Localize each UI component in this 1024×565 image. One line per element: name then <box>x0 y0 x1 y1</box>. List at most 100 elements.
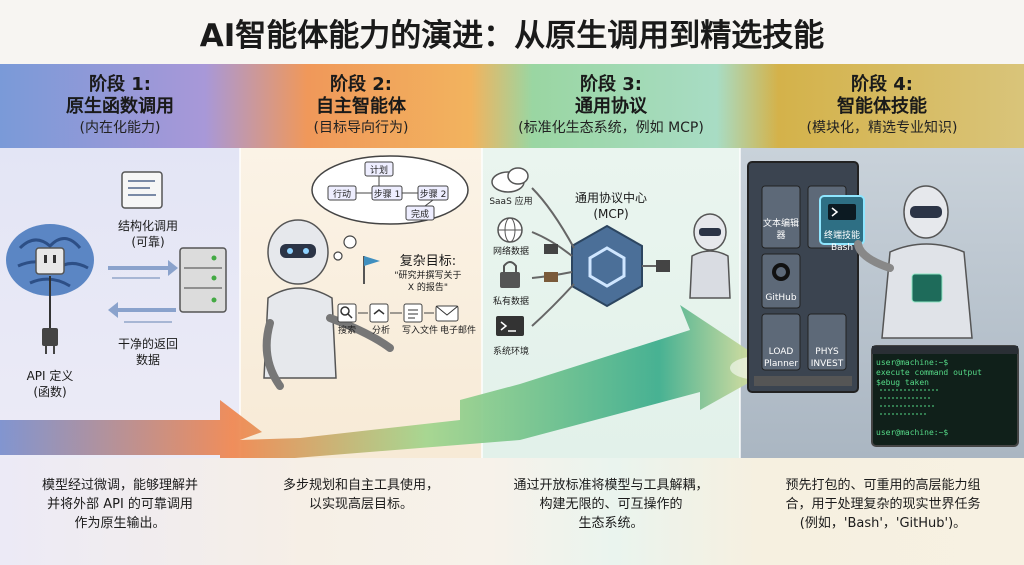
write-file-icon <box>403 303 423 323</box>
clean-text: 干净的返回 <box>117 337 178 351</box>
robot-icon <box>262 219 394 390</box>
stage-4-heading: 阶段 4: <box>851 74 913 95</box>
stage-header-band <box>0 64 1024 148</box>
thought-cloud-icon <box>311 155 469 261</box>
analyze-label: 分析 <box>371 326 390 336</box>
server-icon <box>179 247 227 313</box>
step1-label: 步骤 1 <box>373 190 401 200</box>
skill-a-text: PHYS <box>815 347 839 357</box>
bash-text: Bash <box>830 243 854 253</box>
terminal-icon <box>496 316 524 336</box>
stage-1-name: 原生函数调用 <box>66 96 174 117</box>
return-arrow-icon <box>108 302 176 323</box>
goal-title: 复杂目标: <box>399 254 457 269</box>
structured-text: 结构化调用 <box>117 219 178 233</box>
brain-icon <box>6 224 94 296</box>
terminal-text: user@machine:~$ execute command output $… <box>876 358 1016 438</box>
cloud-icon <box>491 167 529 193</box>
document-icon <box>121 171 163 209</box>
divider <box>481 148 483 458</box>
evolution-arrow-body <box>0 305 775 462</box>
bash-skill-label: 终端技能 Bash <box>820 230 864 254</box>
terminal-line: user@machine:~$ <box>876 428 949 437</box>
desc-line: 以实现高层目标。 <box>308 497 413 512</box>
divider <box>239 148 241 458</box>
stage-4-description: 预先打包的、可重用的高层能力组 合，用于处理复杂的现实世界任务 (例如，'Bas… <box>748 476 1018 533</box>
desc-line: 多步规划和自主工具使用， <box>282 478 439 493</box>
stage-2-header: 阶段 2: 自主智能体 (目标导向行为) <box>240 64 482 148</box>
desc-line: 构建无限的、可互操作的 <box>539 497 683 512</box>
plug-connector-icon <box>531 187 670 327</box>
desc-line: 作为原生输出。 <box>74 516 166 531</box>
stage-3-header: 阶段 3: 通用协议 (标准化生态系统，例如 MCP) <box>482 64 740 148</box>
terminal-line: execute command output <box>876 368 982 377</box>
stage-4-illustration <box>747 161 1019 447</box>
desc-line: 通过开放标准将模型与工具解耦， <box>513 478 709 493</box>
step2-label: 步骤 2 <box>419 190 447 200</box>
lock-icon <box>500 261 520 288</box>
goal-text-1: "研究并撰写关于 <box>394 271 462 281</box>
api-text: API 定义 <box>26 369 74 383</box>
search-label: 搜索 <box>337 326 356 336</box>
reliable-text: (可靠) <box>131 235 165 249</box>
system-env-label: 系统环境 <box>492 347 529 357</box>
planner-text: Planner <box>763 359 799 369</box>
desc-line: 并将外部 API 的可靠调用 <box>47 497 193 512</box>
stage-1-illustration <box>6 171 227 354</box>
text-editor-label: 文本编辑器 <box>762 219 799 241</box>
robot-icon <box>689 213 731 299</box>
hub-label: 通用协议中心 (MCP) <box>556 190 666 222</box>
stage-1-header: 阶段 1: 原生函数调用 (内在化能力) <box>0 64 240 148</box>
github-icon <box>772 263 790 281</box>
terminal-line: $ebug taken <box>876 378 929 387</box>
mcp-text: (MCP) <box>593 207 629 221</box>
stage-1-sub: (内在化能力) <box>79 120 161 136</box>
saas-label: SaaS 应用 <box>489 197 533 207</box>
stage-1-heading: 阶段 1: <box>89 74 151 95</box>
stage-2-heading: 阶段 2: <box>330 74 392 95</box>
github-label: GitHub <box>765 293 797 303</box>
search-tool-icon <box>337 303 357 323</box>
flag-icon <box>363 256 380 284</box>
stage-3-illustration <box>491 167 731 336</box>
private-data-label: 私有数据 <box>492 297 529 307</box>
globe-icon <box>497 217 523 243</box>
robot-icon <box>854 185 973 339</box>
goal-label: 复杂目标: "研究并撰写关于 X 的报告" <box>376 254 480 294</box>
data-text: 数据 <box>135 353 160 367</box>
stage-4-sub: (模块化，精选专业知识) <box>806 120 958 136</box>
web-data-label: 网络数据 <box>492 247 529 257</box>
plan-label: 计划 <box>369 166 388 176</box>
stage-4-header: 阶段 4: 智能体技能 (模块化，精选专业知识) <box>740 64 1024 148</box>
done-label: 完成 <box>410 210 429 220</box>
structured-call-label: 结构化调用 (可靠) <box>100 218 196 250</box>
hub-text: 通用协议中心 <box>574 191 647 205</box>
desc-line: (例如，'Bash'，'GitHub')。 <box>799 516 967 531</box>
page-title: AI智能体能力的演进：从原生调用到精选技能 <box>0 0 1024 64</box>
desc-line: 模型经过微调，能够理解并 <box>41 478 198 493</box>
terminal-window-icon <box>871 345 1019 447</box>
bash-skill-card-icon <box>819 195 865 245</box>
call-arrow-icon <box>108 260 178 279</box>
write-file-label: 写入文件 <box>401 326 438 336</box>
protocol-hub-icon <box>571 224 643 308</box>
act-label: 行动 <box>332 190 351 200</box>
skill-module-label: PHYS INVEST <box>808 346 846 370</box>
desc-line: 生态系统。 <box>578 516 644 531</box>
desc-line: 合，用于处理复杂的现实世界任务 <box>785 497 981 512</box>
analyze-tool-icon <box>369 303 389 323</box>
goal-text-2: X 的报告" <box>407 283 449 293</box>
clean-return-label: 干净的返回 数据 <box>100 336 196 368</box>
terminal-line: user@machine:~$ <box>876 358 949 367</box>
stage-4-name: 智能体技能 <box>837 96 927 117</box>
divider <box>739 148 741 458</box>
stage-1-description: 模型经过微调，能够理解并 并将外部 API 的可靠调用 作为原生输出。 <box>10 476 230 533</box>
stage-2-sub: (目标导向行为) <box>313 120 409 136</box>
email-icon <box>435 305 459 322</box>
stage-3-description: 通过开放标准将模型与工具解耦， 构建无限的、可互操作的 生态系统。 <box>488 476 734 533</box>
stage-3-name: 通用协议 <box>575 96 647 117</box>
plug-icon <box>42 276 58 354</box>
stage-3-heading: 阶段 3: <box>580 74 642 95</box>
desc-line: 预先打包的、可重用的高层能力组 <box>785 478 981 493</box>
load-planner-label: LOAD Planner <box>762 346 800 370</box>
